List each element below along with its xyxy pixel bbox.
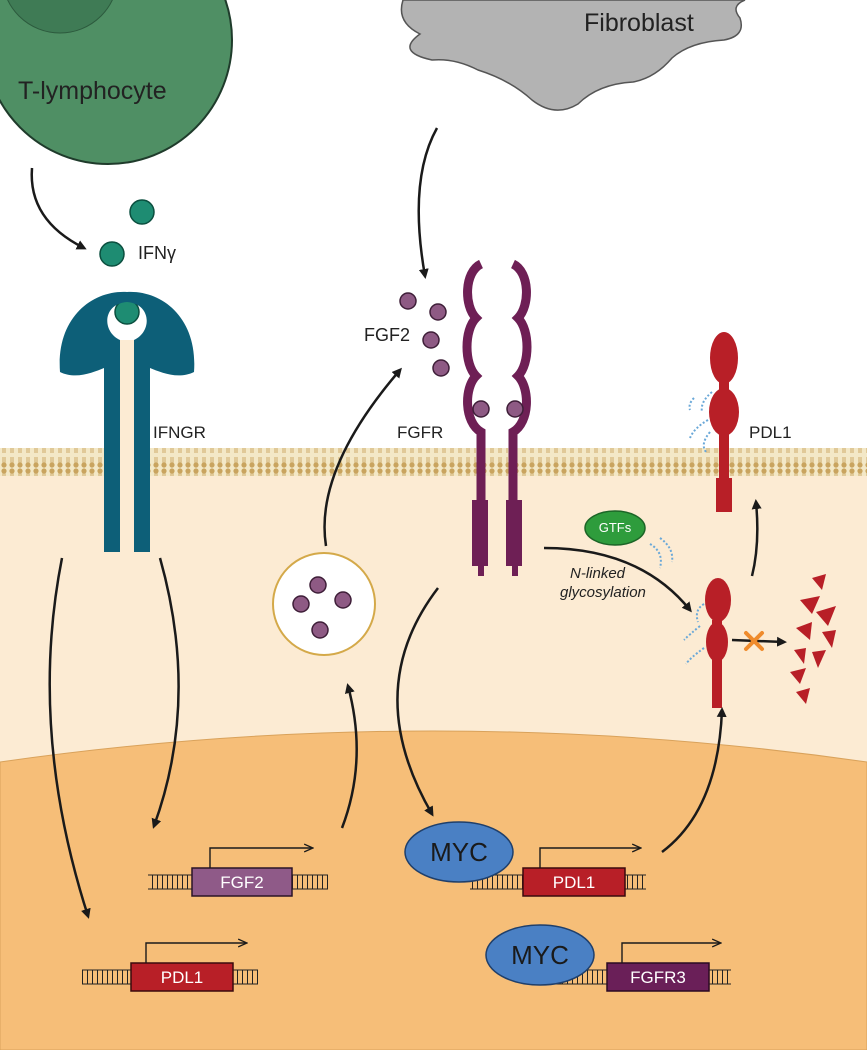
- gtfs-label: GTFs: [598, 520, 632, 535]
- fgfr-label: FGFR: [397, 423, 444, 442]
- nucleus: [0, 730, 867, 1050]
- myc-label-1: MYC: [430, 837, 488, 867]
- arrow-to-degradation: [731, 636, 787, 647]
- myc-protein-2: [485, 924, 595, 986]
- glycosylation-label: glycosylation: [560, 584, 646, 601]
- fgf2-vesicle: [272, 552, 376, 656]
- gtfs-enzyme: [584, 510, 646, 546]
- fibroblast-label: Fibroblast: [584, 9, 694, 37]
- arrow-ifngr-to-fgf2-gene: [151, 557, 180, 829]
- myc-protein-1: [404, 821, 514, 883]
- n-linked-label: N-linked: [570, 565, 626, 582]
- pdl1-glycans-surface: [688, 391, 713, 453]
- arrow-vesicle-to-fgf2-secretion: [323, 367, 402, 547]
- arrow-glycosylation: [543, 546, 692, 613]
- arrow-fgfr-to-myc: [396, 587, 439, 817]
- degraded-pdl1-fragments: [790, 574, 836, 704]
- ifng-ligands: [99, 199, 155, 325]
- ifngr-label: IFNGR: [153, 423, 206, 442]
- gene-fgfr3: [555, 943, 731, 992]
- fgf2-ligand-label: FGF2: [364, 325, 411, 345]
- pdl1-glycosylated-protein: [705, 578, 731, 708]
- gene-label-fgfr3: FGFR3: [630, 968, 686, 987]
- gene-pdl1-nuclear: [470, 848, 646, 897]
- gene-pdl1-ifng: [82, 943, 258, 992]
- fgfr-receptor: [462, 259, 532, 500]
- fgfr-kinase-domains: [472, 500, 522, 576]
- arrow-pdl1-to-surface: [750, 499, 762, 577]
- gtfs-glycans: [649, 537, 674, 569]
- gene-fgf2: [148, 848, 328, 897]
- t-lymphocyte-cell: [0, 0, 233, 165]
- myc-label-2: MYC: [511, 940, 569, 970]
- arrow-fgf2-gene-to-vesicle: [340, 683, 358, 829]
- arrow-ifngr-to-pdl1-gene: [48, 557, 91, 919]
- pdl1-glycans-intracellular: [683, 603, 705, 665]
- blocked-x-icon: [744, 631, 764, 651]
- pdl1-surface-label: PDL1: [749, 423, 792, 442]
- fgf2-ligands: [399, 292, 524, 418]
- arrow-tcell-to-ifng: [30, 167, 87, 250]
- t-lymphocyte-label: T-lymphocyte: [18, 77, 167, 105]
- arrow-pdl1-gene-to-protein: [661, 707, 727, 853]
- arrow-fibroblast-to-fgf2: [417, 127, 439, 279]
- pdl1-surface-protein: [709, 332, 739, 512]
- ifng-label: IFNγ: [138, 243, 176, 263]
- gene-label-pdl1-nuclear: PDL1: [552, 873, 596, 892]
- gene-label-pdl1-ifng: PDL1: [160, 968, 204, 987]
- fibroblast-cell: [400, 0, 746, 111]
- gene-label-fgf2: FGF2: [220, 873, 264, 892]
- ifngr-receptor: [59, 291, 195, 552]
